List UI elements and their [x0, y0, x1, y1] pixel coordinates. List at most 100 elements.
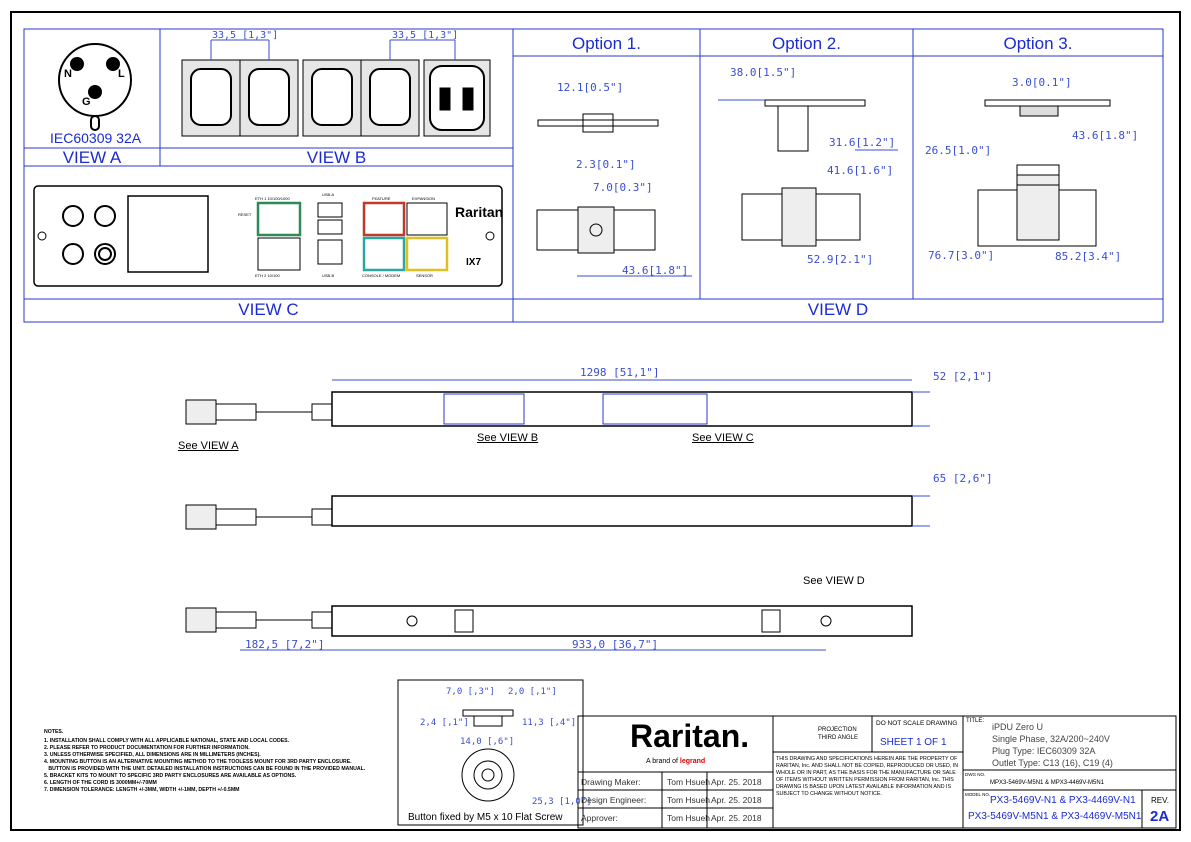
dwg-no: MPX3-5469V-M5N1 & MPX3-4469V-M5N1 — [990, 780, 1105, 786]
brand-label: Raritan — [455, 204, 504, 220]
row2-role: Design Engineer: — [581, 795, 647, 805]
button-caption: Button fixed by M5 x 10 Flat Screw — [408, 812, 563, 823]
opt3-dim-5: 85.2[3.4"] — [1055, 250, 1122, 263]
port-eth1-label: ETH 1 10/100/1000 — [255, 196, 290, 201]
port-console-label: CONSOLE / MODEM — [362, 273, 401, 278]
row2-name: Tom Hsueh — [667, 795, 710, 805]
opt2-dim-3: 41.6[1.6"] — [827, 164, 894, 177]
opt1-dim-4: 43.6[1.8"] — [622, 264, 689, 277]
pin-l-label: L — [118, 68, 125, 80]
dim-span: 933,0 [36,7"] — [572, 638, 659, 651]
btn-dim-2: 2,0 [,1"] — [508, 687, 557, 697]
opt2-dim-1: 38.0[1.5"] — [730, 66, 797, 79]
option-1-drawing — [536, 113, 692, 277]
option-2-drawing — [718, 99, 898, 247]
row2-date: Apr. 25. 2018 — [711, 795, 762, 805]
btn-dim-6: 25,3 [1,0"] — [532, 797, 592, 807]
outlet-row-drawing — [181, 39, 491, 137]
pdu-front-drawing — [185, 379, 930, 427]
row3-date: Apr. 25. 2018 — [711, 813, 762, 823]
view-b-dim-2: 33,5 [1,3"] — [392, 30, 459, 41]
row1-name: Tom Hsueh — [667, 777, 710, 787]
title-line-4: Outlet Type: C13 (16), C19 (4) — [992, 758, 1113, 768]
note-7: 7. DIMENSION TOLERANCE: LENGTH +/-3MM, W… — [44, 787, 240, 793]
opt3-dim-1: 3.0[0.1"] — [1012, 76, 1072, 89]
see-view-d: See VIEW D — [803, 575, 865, 587]
btn-dim-5: 14,0 [,6"] — [460, 737, 515, 747]
view-b-title: VIEW B — [306, 148, 367, 167]
row3-role: Approver: — [581, 813, 618, 823]
option-3-drawing — [977, 99, 1111, 247]
controller-panel-drawing — [33, 185, 503, 287]
note-1: 1. INSTALLATION SHALL COMPLY WITH ALL AP… — [44, 738, 290, 744]
sheet-frame — [10, 11, 1181, 831]
dim-depth: 65 [2,6"] — [933, 472, 993, 485]
opt1-dim-3: 7.0[0.3"] — [593, 181, 653, 194]
top-views-frame — [23, 28, 1164, 323]
see-view-c: See VIEW C — [692, 432, 754, 444]
notes-heading: NOTES. — [44, 729, 64, 735]
see-view-b: See VIEW B — [477, 432, 539, 444]
port-usbb-label: USB-B — [322, 273, 335, 278]
row1-role: Drawing Maker: — [581, 777, 641, 787]
option-3-title: Option 3. — [1003, 34, 1073, 53]
opt3-dim-2: 43.6[1.8"] — [1072, 129, 1139, 142]
port-expansion-label: EXPANSION — [412, 196, 436, 201]
opt3-dim-3: 26.5[1.0"] — [925, 144, 992, 157]
opt2-dim-4: 52.9[2.1"] — [807, 253, 874, 266]
pdu-side-drawing — [185, 495, 930, 530]
dim-length: 1298 [51,1"] — [580, 366, 660, 379]
view-d-title: VIEW D — [807, 300, 869, 319]
legrand-logo: legrand — [679, 758, 706, 765]
port-feature-label: FEATURE — [372, 196, 391, 201]
btn-dim-4: 11,3 [,4"] — [522, 718, 577, 728]
port-sensor-label: SENSOR — [416, 273, 433, 278]
port-usba-label: USB-A — [322, 192, 335, 197]
port-eth2-label: ETH 2 10/100 — [255, 273, 280, 278]
pin-n-label: N — [64, 68, 72, 80]
opt1-dim-2: 2.3[0.1"] — [576, 158, 636, 171]
view-b-dim-1: 33,5 [1,3"] — [212, 30, 279, 41]
disclaimer: THIS DRAWING AND SPECIFICATIONS HEREIN A… — [776, 756, 959, 797]
opt1-dim-1: 12.1[0.5"] — [557, 81, 624, 94]
model-label: IX7 — [466, 257, 482, 268]
title-line-3: Plug Type: IEC60309 32A — [992, 746, 1096, 756]
port-reset-label: RESET — [238, 212, 252, 217]
view-c-title: VIEW C — [238, 300, 299, 319]
option-1-title: Option 1. — [572, 34, 641, 53]
title-line-1: iPDU Zero U — [992, 722, 1044, 732]
opt3-dim-4: 76.7[3.0"] — [928, 249, 995, 262]
view-a-plug-label: IEC60309 32A — [50, 130, 142, 146]
button-detail-drawing — [397, 679, 584, 826]
note-4b: BUTTON IS PROVIDED WITH THE UNIT. DETAIL… — [44, 766, 366, 772]
raritan-logo: Raritan. — [630, 718, 750, 754]
note-5: 5. BRACKET KITS TO MOUNT TO SPECIFIC 3RD… — [44, 773, 297, 779]
note-2: 2. PLEASE REFER TO PRODUCT DOCUMENTATION… — [44, 745, 250, 751]
opt2-dim-2: 31.6[1.2"] — [829, 136, 896, 149]
btn-dim-3: 2,4 [,1"] — [420, 718, 469, 728]
dwg-label: DWG NO. — [965, 772, 986, 777]
dim-width: 52 [2,1"] — [933, 370, 993, 383]
iec-plug-drawing — [58, 43, 132, 131]
model-label: MODEL NO. — [965, 792, 991, 797]
option-2-title: Option 2. — [772, 34, 841, 53]
sheet-label: SHEET 1 OF 1 — [880, 737, 947, 748]
model-no-2: PX3-5469V-M5N1 & PX3-4469V-M5N1 — [968, 811, 1142, 822]
pdu-rear-drawing — [185, 605, 913, 651]
projection-label: PROJECTION THIRD ANGLE — [818, 727, 859, 741]
title-label: TITLE: — [966, 718, 985, 724]
note-6: 6. LENGTH OF THE CORD IS 3000MM+/-70MM — [44, 780, 157, 786]
view-a-title: VIEW A — [62, 148, 122, 167]
note-4: 4. MOUNTING BUTTON IS AN ALTERNATIVE MOU… — [44, 759, 352, 765]
see-view-a: See VIEW A — [178, 440, 239, 452]
row3-name: Tom Hsueh — [667, 813, 710, 823]
title-line-2: Single Phase, 32A/200~240V — [992, 734, 1110, 744]
row1-date: Apr. 25. 2018 — [711, 777, 762, 787]
rev-value: 2A — [1150, 808, 1170, 825]
note-3: 3. UNLESS OTHERWISE SPECIFIED, ALL DIMEN… — [44, 752, 261, 758]
tagline-text: A brand of — [646, 758, 678, 765]
dim-offset: 182,5 [7,2"] — [245, 638, 325, 651]
rev-label: REV. — [1151, 796, 1169, 805]
model-no-1: PX3-5469V-N1 & PX3-4469V-N1 — [990, 795, 1136, 806]
